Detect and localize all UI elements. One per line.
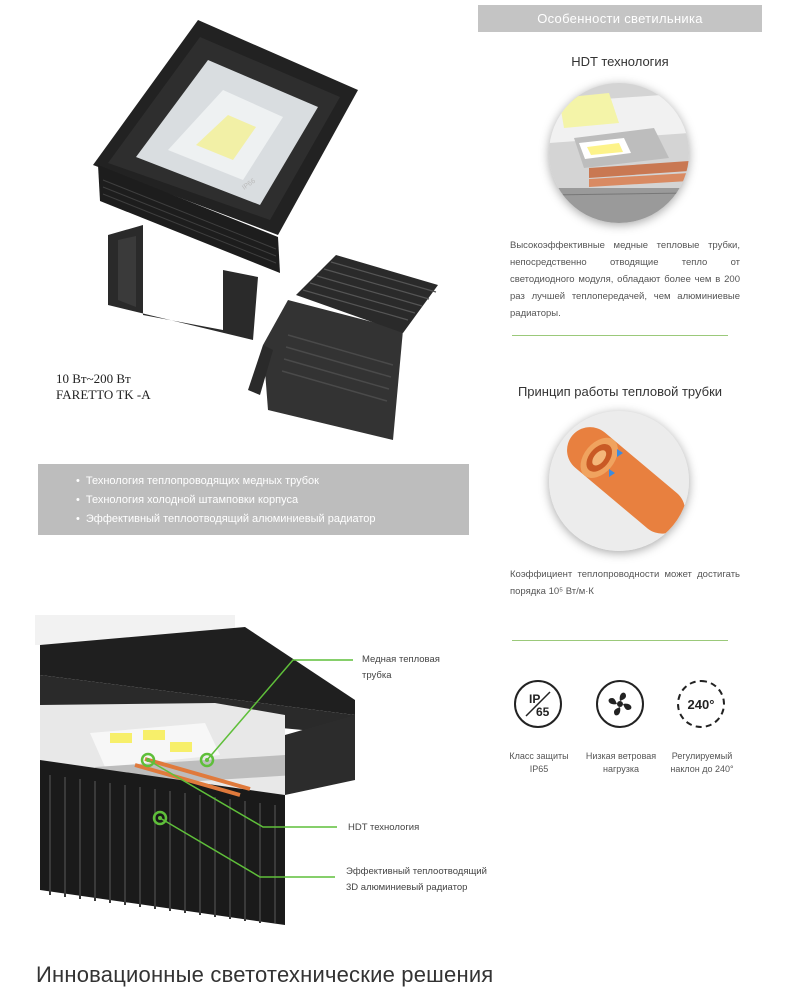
ip65-caption: Класс защиты IP65 [494,750,584,776]
callout-copper-pipe-line1: Медная тепловая [362,654,440,665]
heat-pipe-image [549,411,689,551]
ip65-bottom-text: 65 [536,705,550,719]
callout-radiator-line1: Эффективный теплоотводящий [346,866,487,877]
rotate-240-icon: 240° [677,680,725,728]
heat-pipe-graphic [549,411,689,551]
heat-pipe-title: Принцип работы тепловой трубки [517,384,723,399]
wind-caption-line1: Низкая ветровая [585,751,657,761]
bullet-item: Технология холодной штамповки корпуса [76,491,469,510]
wind-feature [596,680,644,728]
heat-pipe-description: Коэффициент теплопроводности может дости… [510,569,740,597]
divider-1 [512,335,728,336]
features-header: Особенности светильника [478,5,762,32]
callout-radiator-line2: 3D алюминиевый радиатор [346,882,468,893]
hdt-closeup-graphic [549,83,689,223]
divider-2 [512,640,728,641]
tilt-angle-label: 240° [687,696,715,712]
ip65-caption-line2: IP65 [529,764,549,774]
callout-copper-pipe-line2: трубка [362,670,392,681]
model-name: FARETTO TK -A [56,387,151,402]
callout-copper-pipe: Медная тепловая трубка [362,652,440,684]
hdt-title: HDT технология [571,54,669,69]
tilt-caption: Регулируемый наклон до 240° [657,750,747,776]
wind-caption: Низкая ветровая нагрузка [576,750,666,776]
cutaway-graphic [35,615,355,925]
product-image: IP66 [48,15,448,445]
floodlight-graphic: IP66 [93,20,438,440]
product-model-text: 10 Вт~200 Вт FARETTO TK -A [56,371,151,403]
ip65-caption-line1: Класс защиты [509,751,569,761]
technology-bullets: Технология теплопроводящих медных трубок… [38,464,469,535]
bottom-title: Инновационные светотехнические решения [36,962,494,987]
ip65-feature: IP 65 [514,680,562,728]
power-range: 10 Вт~200 Вт [56,371,131,386]
tilt-caption-line1: Регулируемый [671,751,733,761]
wind-caption-line2: нагрузка [603,764,639,774]
callout-radiator: Эффективный теплоотводящий 3D алюминиевы… [346,864,487,896]
ip65-top-text: IP [529,692,540,706]
tilt-caption-line2: наклон до 240° [670,764,734,774]
bullet-item: Технология теплопроводящих медных трубок [76,472,469,491]
tilt-feature: 240° [677,680,725,728]
hdt-closeup-image [549,83,689,223]
cutaway-diagram [35,605,505,925]
callout-hdt: HDT технология [348,822,420,833]
ip65-icon: IP 65 [514,680,562,728]
hdt-description: Высокоэффективные медные тепловые трубки… [510,240,740,319]
fan-icon [596,680,644,728]
bullet-item: Эффективный теплоотводящий алюминиевый р… [76,510,469,529]
